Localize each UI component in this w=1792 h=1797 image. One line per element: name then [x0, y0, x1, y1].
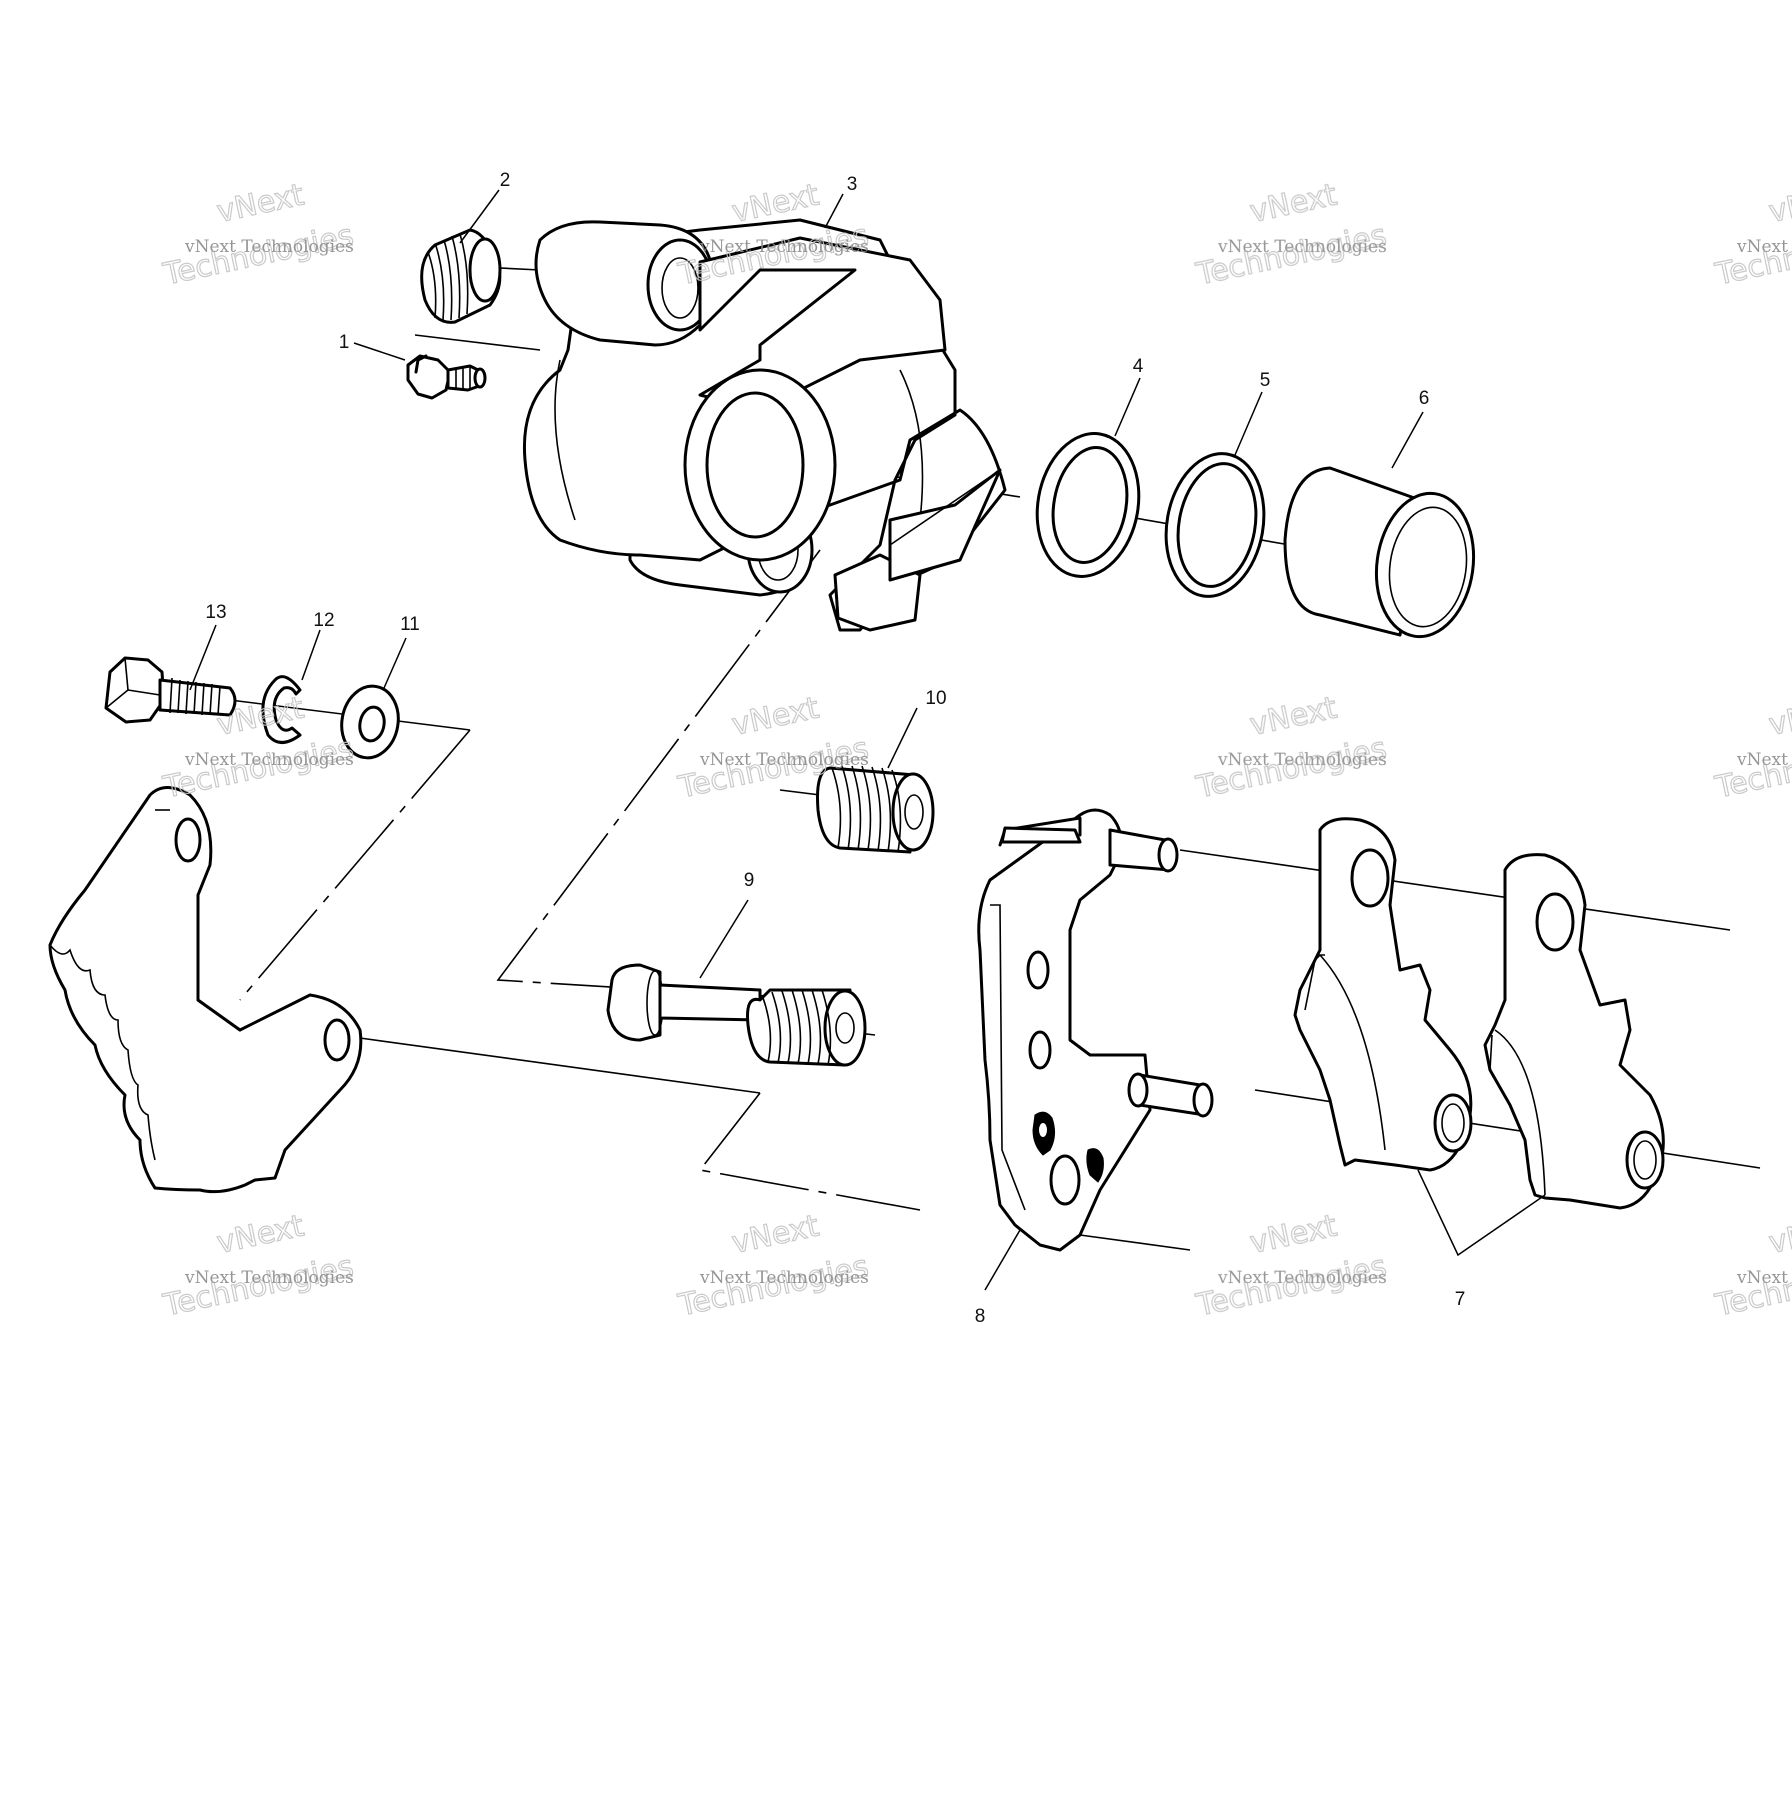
svg-text:vNext Technologies: vNext Technologies	[699, 1268, 869, 1288]
svg-text:vNext Technologies: vNext Technologies	[1736, 237, 1792, 257]
part-11-flat-washer	[340, 684, 400, 760]
watermark-7: vNext Technologies vNext Technologies	[1192, 690, 1390, 806]
svg-text:vNext: vNext	[729, 690, 822, 743]
part-9-guide-pin	[606, 963, 867, 1067]
svg-text:vNext Technologies: vNext Technologies	[1217, 237, 1387, 257]
part-5-seal	[1164, 452, 1266, 598]
watermark-1: vNext Technologies vNext Technologies	[159, 177, 357, 293]
mounting-bracket	[48, 786, 363, 1194]
callout-6: 6	[1419, 388, 1430, 409]
callout-4: 4	[1133, 356, 1144, 377]
svg-text:vNext Technologies: vNext Technologies	[184, 1268, 354, 1288]
part-7-brake-pad-inner	[1293, 817, 1473, 1172]
watermark-9: vNext Technologies vNext Technologies	[159, 1208, 357, 1324]
svg-text:vNext: vNext	[729, 1208, 822, 1261]
part-8-anchor-plate	[977, 808, 1214, 1252]
svg-text:vNext: vNext	[1766, 690, 1792, 743]
callout-9: 9	[744, 870, 755, 891]
watermark-10: vNext Technologies vNext Technologies	[674, 1208, 872, 1324]
svg-text:vNext: vNext	[214, 177, 307, 230]
svg-text:vNext: vNext	[1247, 690, 1340, 743]
svg-text:vNext Technologies: vNext Technologies	[184, 750, 354, 770]
callouts: 2 3 1 4 5 6 13 12 11 10 9 8 7	[205, 170, 1465, 1327]
svg-text:vNext Technologies: vNext Technologies	[1217, 750, 1387, 770]
svg-text:vNext Technologies: vNext Technologies	[184, 237, 354, 257]
callout-2: 2	[500, 170, 511, 191]
part-6-piston	[1283, 466, 1476, 639]
callout-8: 8	[975, 1306, 986, 1327]
svg-text:vNext Technologies: vNext Technologies	[1736, 1268, 1792, 1288]
svg-text:vNext Technologies: vNext Technologies	[699, 237, 869, 257]
svg-text:vNext Technologies: vNext Technologies	[1736, 750, 1792, 770]
watermark-3: vNext Technologies vNext Technologies	[1192, 177, 1390, 293]
callout-11: 11	[400, 614, 420, 635]
callout-5: 5	[1260, 370, 1271, 391]
part-10-threaded-sleeve	[816, 765, 935, 854]
leader-lines	[189, 189, 1546, 1291]
part-4-seal	[1035, 432, 1141, 578]
watermark-4: vNext Technologies vNext Technologies	[1711, 177, 1792, 293]
part-2-threaded-plug	[420, 228, 502, 324]
callout-3: 3	[847, 174, 858, 195]
callout-13: 13	[205, 602, 226, 623]
part-12-lock-washer	[261, 675, 302, 744]
callout-12: 12	[313, 610, 334, 631]
callout-1: 1	[339, 332, 350, 353]
svg-text:vNext: vNext	[214, 1208, 307, 1261]
part-1-bleeder-screw	[406, 354, 487, 400]
svg-text:vNext: vNext	[1247, 177, 1340, 230]
svg-text:vNext: vNext	[1766, 1208, 1792, 1261]
part-3-caliper-body	[522, 218, 1007, 632]
callout-10: 10	[925, 688, 946, 709]
part-13-bolt	[104, 656, 237, 724]
svg-text:vNext Technologies: vNext Technologies	[699, 750, 869, 770]
part-7-brake-pad-outer	[1483, 853, 1665, 1210]
watermark-8: vNext Technologies vNext Technologies	[1711, 690, 1792, 806]
svg-text:vNext: vNext	[1247, 1208, 1340, 1261]
callout-7: 7	[1455, 1289, 1466, 1310]
watermark-11: vNext Technologies vNext Technologies	[1192, 1208, 1390, 1324]
svg-text:vNext: vNext	[1766, 177, 1792, 230]
svg-text:vNext Technologies: vNext Technologies	[1217, 1268, 1387, 1288]
watermark-12: vNext Technologies vNext Technologies	[1711, 1208, 1792, 1324]
